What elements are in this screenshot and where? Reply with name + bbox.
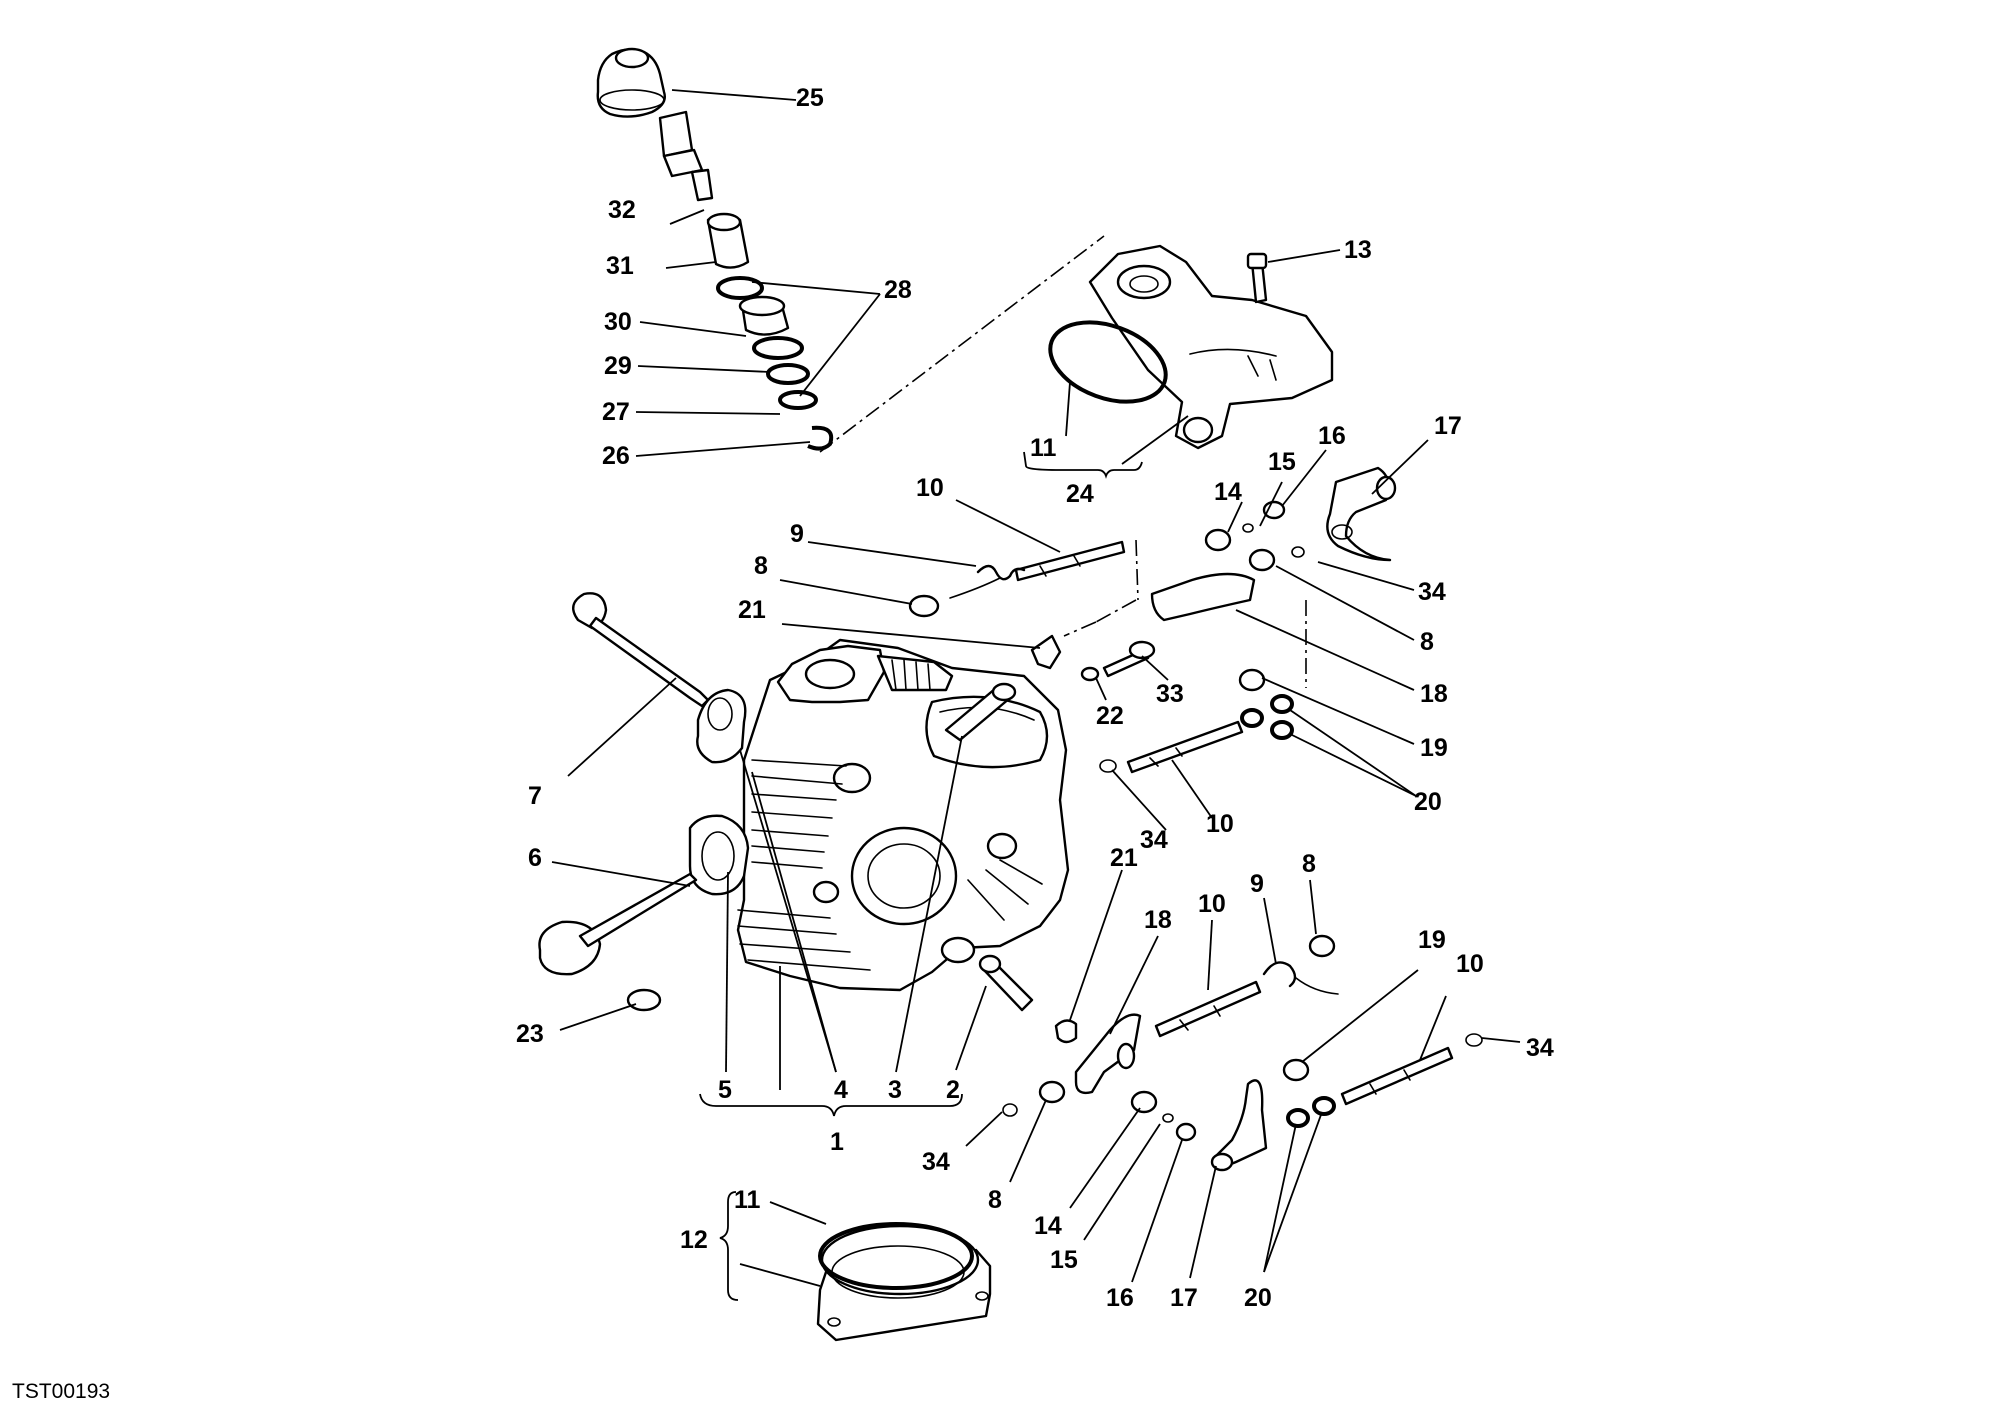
callout-8-bottom: 8 <box>988 1186 1002 1214</box>
callout-1: 1 <box>830 1128 844 1156</box>
callout-10-right: 10 <box>1456 950 1484 978</box>
callout-17-bottom: 17 <box>1170 1284 1198 1312</box>
callout-labels: 25 32 31 28 30 29 27 26 13 11 24 10 9 8 … <box>516 84 1554 1312</box>
callout-20-bottom: 20 <box>1244 1284 1272 1312</box>
callout-14-bottom: 14 <box>1034 1212 1062 1240</box>
callout-15-top: 15 <box>1268 448 1296 476</box>
callout-16-top: 16 <box>1318 422 1346 450</box>
lower-rocker-shaft <box>1154 934 1339 1038</box>
lower-right-shaft <box>1282 1033 1483 1128</box>
part-11-oring-top <box>1048 320 1168 404</box>
part-7-seat <box>696 688 747 764</box>
callout-15-bottom: 15 <box>1050 1246 1078 1274</box>
part-3-guide <box>944 682 1017 742</box>
callout-31: 31 <box>606 252 634 280</box>
callout-21-top: 21 <box>738 596 766 624</box>
part-31-bushing <box>706 212 750 269</box>
callout-26: 26 <box>602 442 630 470</box>
callout-23: 23 <box>516 1020 544 1048</box>
callout-34-b: 34 <box>1140 826 1168 854</box>
upper-rocker-shaft <box>908 540 1126 618</box>
lower-rocker-arm <box>1002 1013 1197 1142</box>
callout-33: 33 <box>1156 680 1184 708</box>
callout-18-mid: 18 <box>1144 906 1172 934</box>
callout-25: 25 <box>796 84 824 112</box>
callout-17-top: 17 <box>1434 412 1462 440</box>
callout-6: 6 <box>528 844 542 872</box>
callout-14-top: 14 <box>1214 478 1242 506</box>
part-6-valve <box>538 872 698 976</box>
callout-34-a: 34 <box>1418 578 1446 606</box>
part-7-valve <box>572 592 710 708</box>
callout-8-lower: 8 <box>1302 850 1316 878</box>
middle-shaft <box>1099 668 1294 774</box>
callout-19-top: 19 <box>1420 734 1448 762</box>
callout-5: 5 <box>718 1076 732 1104</box>
part-30-seat <box>716 276 790 336</box>
rings-27-29 <box>752 336 834 451</box>
part-5-seal <box>688 814 750 896</box>
callout-34-c: 34 <box>1526 1034 1554 1062</box>
callout-4: 4 <box>834 1076 848 1104</box>
part-13-bolt <box>1246 252 1268 304</box>
callout-7: 7 <box>528 782 542 810</box>
callout-12: 12 <box>680 1226 708 1254</box>
part-23-plug <box>626 988 662 1012</box>
callout-27: 27 <box>602 398 630 426</box>
callout-10-top: 10 <box>916 474 944 502</box>
callout-2: 2 <box>946 1076 960 1104</box>
callout-24: 24 <box>1066 480 1094 508</box>
callout-29: 29 <box>604 352 632 380</box>
callout-9-lower: 9 <box>1250 870 1264 898</box>
part-2-guide <box>978 954 1034 1012</box>
callout-32: 32 <box>608 196 636 224</box>
callout-20-top: 20 <box>1414 788 1442 816</box>
upper-rocker-arm <box>1150 500 1305 622</box>
leader-lines <box>551 89 1521 1301</box>
callout-3: 3 <box>888 1076 902 1104</box>
callout-13: 13 <box>1344 236 1372 264</box>
part-21-cup <box>1030 634 1078 1044</box>
part-12-flange <box>816 1222 992 1342</box>
part-32-sensor <box>658 110 714 202</box>
drawing-code: TST00193 <box>12 1380 110 1403</box>
callout-19-lower: 19 <box>1418 926 1446 954</box>
part-33-bolt <box>1080 640 1156 682</box>
callout-8-right: 8 <box>1420 628 1434 656</box>
part-1-cylinder-head <box>736 638 1070 992</box>
callout-30: 30 <box>604 308 632 336</box>
callout-16-bottom: 16 <box>1106 1284 1134 1312</box>
part-24-support <box>1088 244 1334 450</box>
callout-10-mid: 10 <box>1206 810 1234 838</box>
part-25-cap <box>596 47 666 118</box>
callout-22: 22 <box>1096 702 1124 730</box>
callout-8-top: 8 <box>754 552 768 580</box>
callout-21-mid: 21 <box>1110 844 1138 872</box>
callout-9-top: 9 <box>790 520 804 548</box>
part-17-lower <box>1210 1079 1268 1172</box>
callout-10-lower: 10 <box>1198 890 1226 918</box>
callout-34-d: 34 <box>922 1148 950 1176</box>
callout-18-top: 18 <box>1420 680 1448 708</box>
callout-28: 28 <box>884 276 912 304</box>
callout-11-top: 11 <box>1030 434 1057 462</box>
callout-11-bottom: 11 <box>734 1186 761 1214</box>
